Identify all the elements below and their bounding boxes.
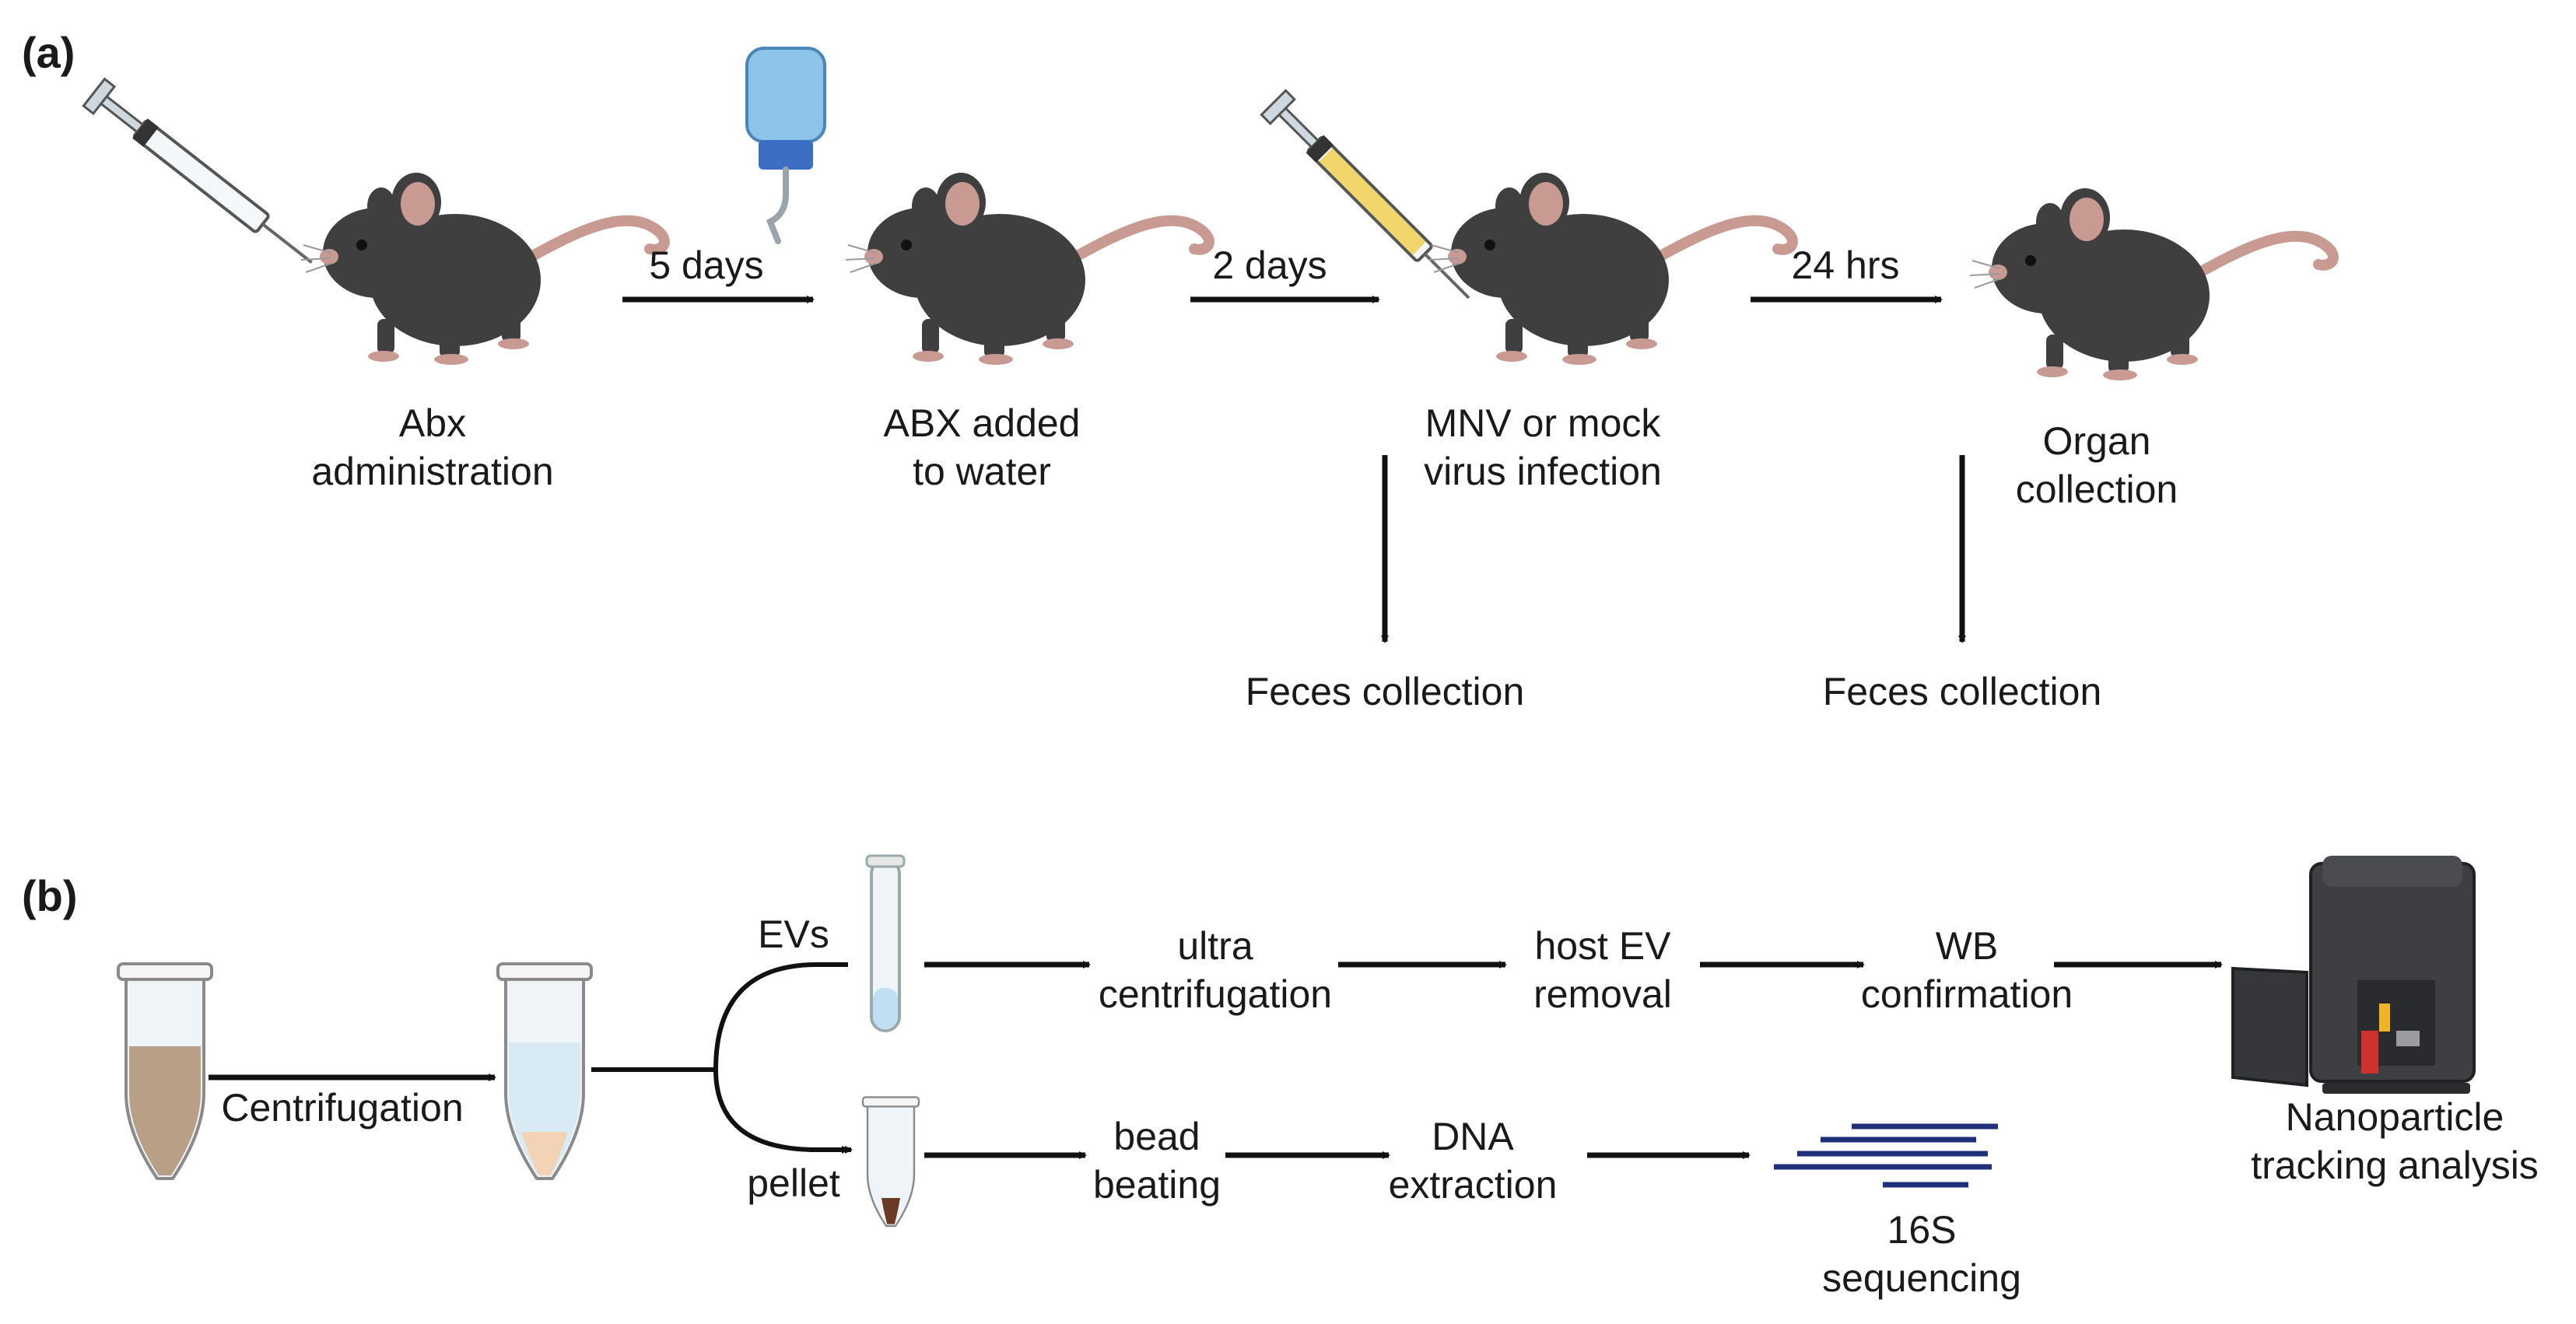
- nanoparticle-analyzer-icon: [2231, 856, 2476, 1094]
- feces-tube-icon: [117, 962, 213, 1180]
- feces-collection-label: Feces collection: [1245, 670, 1525, 713]
- interval-label: 24 hrs: [1791, 243, 1900, 287]
- supernatant-tube-icon: [496, 962, 593, 1180]
- panel-label-b: (b): [22, 871, 78, 920]
- interval-label: 5 days: [649, 243, 764, 287]
- feces-collection-label: Feces collection: [1822, 670, 2102, 713]
- mouse-icon: [846, 173, 1209, 365]
- evs-label: EVs: [758, 912, 829, 956]
- panel-label-a: (a): [22, 28, 75, 77]
- sequencing-reads-icon: [1774, 1123, 1998, 1188]
- branch-connector: [591, 962, 848, 1150]
- ev-tube-icon: [865, 854, 906, 1032]
- water-bottle-icon: [745, 47, 826, 244]
- pellet-tube-icon: [861, 1096, 920, 1228]
- mouse-icon: [1970, 188, 2333, 380]
- mouse-icon: [301, 173, 664, 365]
- interval-label: 2 days: [1212, 243, 1327, 287]
- syringe-icon: [1261, 90, 1481, 310]
- mouse-icon: [1429, 173, 1793, 365]
- syringe-icon: [82, 77, 324, 278]
- centrifugation-label: Centrifugation: [221, 1086, 464, 1130]
- pellet-label: pellet: [747, 1161, 840, 1205]
